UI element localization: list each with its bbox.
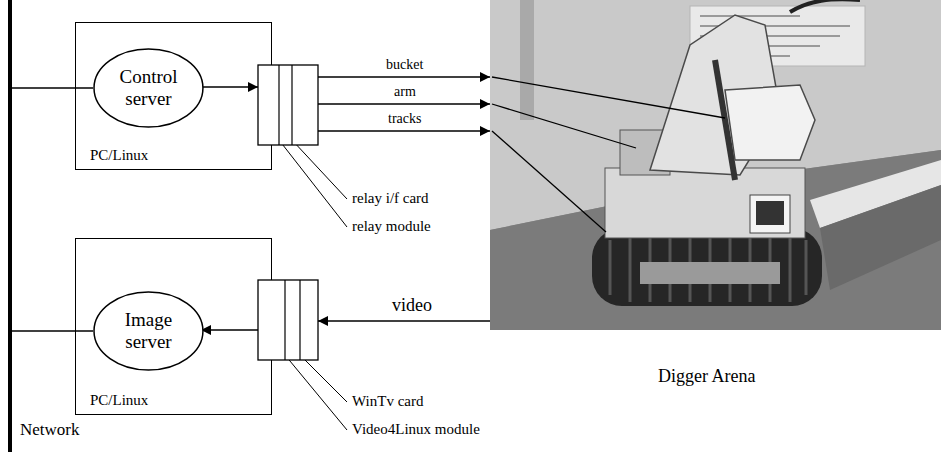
control-arrow	[201, 86, 258, 87]
machine-label: PC/Linux	[90, 147, 148, 164]
digger-photo-art	[490, 0, 941, 330]
leader-line	[285, 355, 347, 430]
network-bus: Network	[8, 0, 12, 452]
signal-label: tracks	[388, 111, 421, 127]
video-arrow	[318, 320, 490, 321]
caption-text: Digger Arena	[658, 366, 755, 387]
leader-line	[279, 140, 347, 227]
machine-label: PC/Linux	[90, 392, 148, 409]
signal-label: bucket	[386, 57, 423, 73]
process-name: Control server	[110, 66, 187, 110]
network-link	[12, 87, 93, 88]
signal-arrow	[318, 130, 490, 131]
signal-arrow	[318, 103, 490, 104]
pointer-line	[492, 104, 636, 148]
video-arrow	[201, 329, 258, 330]
callout-label: Video4Linux module	[352, 421, 480, 438]
callout-label: relay module	[352, 218, 431, 235]
capture-card	[258, 280, 318, 360]
server-process: Control server	[93, 48, 204, 128]
computer-box: PC/Linux Control server	[75, 22, 272, 170]
callout-label: relay i/f card	[352, 190, 429, 207]
photo-frame: Digger Arena	[490, 0, 941, 330]
network-link	[12, 330, 93, 331]
leader-line	[292, 140, 347, 199]
server-process: Image server	[93, 291, 204, 371]
relay-card	[258, 65, 318, 145]
signal-label: video	[392, 295, 432, 316]
signal-label: arm	[394, 84, 416, 100]
pointer-line	[492, 131, 606, 232]
signal-arrow	[318, 76, 490, 77]
caption-text: Network	[20, 420, 79, 440]
pointer-line	[492, 77, 725, 118]
leader-line	[300, 355, 347, 402]
computer-box: PC/Linux Image server	[75, 238, 272, 415]
process-name: Image server	[110, 309, 187, 353]
callout-label: WinTv card	[352, 393, 423, 410]
